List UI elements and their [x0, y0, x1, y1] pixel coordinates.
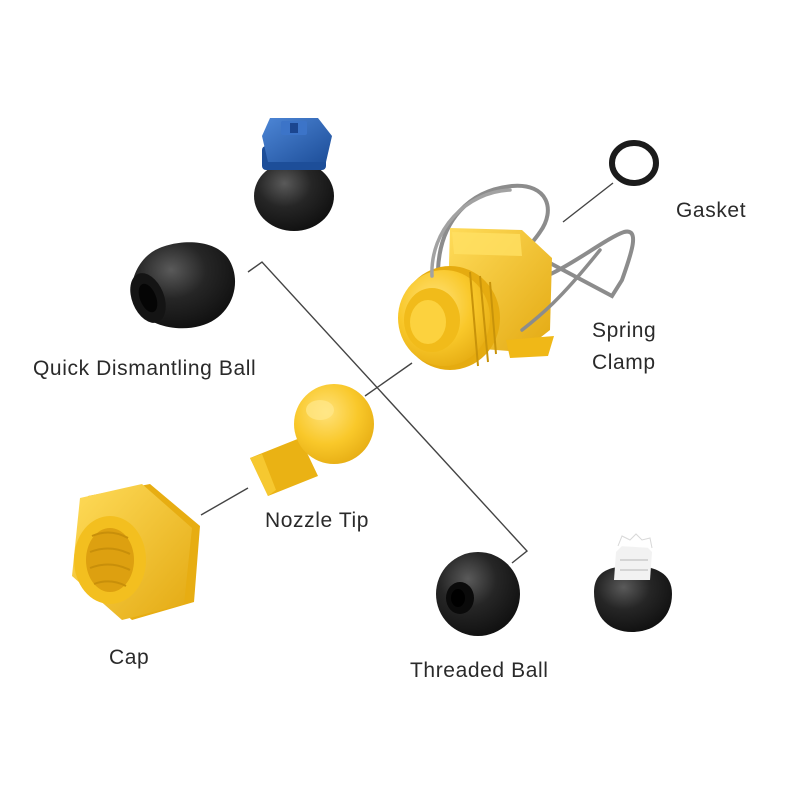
quick-dismantling-ball-icon — [130, 242, 236, 329]
gasket-icon — [609, 140, 659, 186]
threaded-ball-with-white-tip-icon — [594, 533, 672, 632]
leader-lines — [200, 182, 614, 564]
gasket-leader-line — [562, 182, 614, 223]
cap-icon — [72, 484, 200, 620]
quick-dismantling-ball-with-blue-tip-icon — [254, 118, 334, 231]
tip-to-clamp-line — [364, 362, 413, 397]
gasket-label: Gasket — [676, 199, 747, 222]
spring-clamp-label-line-1: Spring — [592, 319, 657, 342]
cap-to-tip-line — [200, 487, 249, 516]
threaded-ball-label: Threaded Ball — [410, 659, 549, 682]
ball-bracket-line — [247, 261, 529, 564]
threaded-ball-icon — [436, 552, 520, 636]
cap-label: Cap — [109, 646, 150, 669]
quick-dismantling-ball-label: Quick Dismantling Ball — [33, 357, 257, 380]
spring-clamp-label-line-2: Clamp — [592, 351, 656, 374]
nozzle-tip-icon — [250, 384, 374, 496]
spring-clamp-icon — [398, 183, 636, 370]
nozzle-tip-label: Nozzle Tip — [265, 509, 370, 532]
